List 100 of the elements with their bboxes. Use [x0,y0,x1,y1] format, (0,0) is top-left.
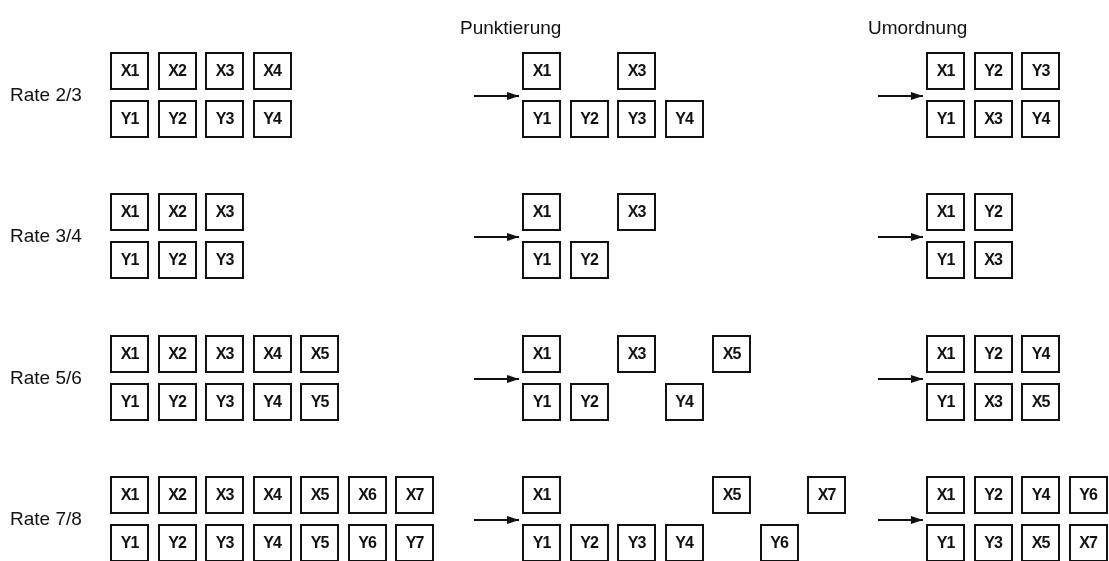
bit-box: Y3 [617,524,656,561]
arrow [473,375,520,383]
arrow [877,233,924,241]
bit-box: Y2 [569,383,609,421]
bit-box: Y3 [973,524,1013,561]
arrow [877,375,924,383]
bit-box: X3 [617,335,656,373]
bit-box: X4 [252,335,292,373]
bit-box: X3 [205,476,244,514]
bit-box: X1 [110,193,149,231]
bit-box: Y1 [926,524,965,561]
bit-box: X2 [157,193,197,231]
bit-box: Y3 [205,100,244,138]
bit-box: Y6 [759,524,799,561]
bit-box: Y6 [347,524,387,561]
bit-box: Y6 [1068,476,1108,514]
bit-box: Y2 [973,52,1013,90]
bit-box: Y2 [973,193,1013,231]
bit-box: Y2 [569,100,609,138]
bit-box: Y1 [926,241,965,279]
arrow [473,516,520,524]
bit-box: Y4 [664,524,704,561]
bit-box: X7 [1068,524,1108,561]
bit-box: Y2 [569,241,609,279]
bit-box: X2 [157,476,197,514]
bit-box: X2 [157,335,197,373]
bit-box: X1 [522,193,561,231]
row-label: Rate 5/6 [10,367,82,389]
bit-box: Y2 [973,476,1013,514]
bit-box: Y2 [157,100,197,138]
bit-box: Y1 [110,383,149,421]
bit-box: X3 [205,335,244,373]
bit-box: X3 [205,193,244,231]
column-heading: Umordnung [868,17,968,39]
bit-box: Y5 [300,383,339,421]
bit-box: Y2 [973,335,1013,373]
bit-box: Y4 [1021,335,1060,373]
bit-box: Y2 [157,524,197,561]
bit-box: X1 [522,52,561,90]
bit-box: X4 [252,476,292,514]
row-label: Rate 2/3 [10,84,82,106]
bit-box: Y4 [1021,100,1060,138]
arrow [877,516,924,524]
bit-box: Y5 [300,524,339,561]
bit-box: Y4 [1021,476,1060,514]
bit-box: Y3 [617,100,656,138]
bit-box: Y1 [522,383,561,421]
bit-box: Y4 [664,100,704,138]
bit-box: Y2 [569,524,609,561]
bit-box: Y1 [926,383,965,421]
bit-box: X5 [300,476,339,514]
bit-box: X1 [110,476,149,514]
bit-box: Y3 [205,524,244,561]
bit-box: Y3 [205,383,244,421]
bit-box: Y1 [926,100,965,138]
bit-box: Y1 [522,524,561,561]
bit-box: X6 [347,476,387,514]
bit-box: Y4 [252,524,292,561]
bit-box: Y3 [1021,52,1060,90]
bit-box: Y3 [205,241,244,279]
bit-box: X7 [807,476,846,514]
bit-box: X3 [973,241,1013,279]
bit-box: X2 [157,52,197,90]
row-label: Rate 3/4 [10,225,82,247]
bit-box: Y2 [157,383,197,421]
row-label: Rate 7/8 [10,508,82,530]
bit-box: X4 [252,52,292,90]
bit-box: X1 [926,335,965,373]
bit-box: Y4 [664,383,704,421]
bit-box: X1 [110,52,149,90]
bit-box: Y4 [252,383,292,421]
bit-box: Y1 [522,100,561,138]
bit-box: Y1 [110,241,149,279]
arrow [877,92,924,100]
arrow [473,92,520,100]
bit-box: X1 [926,193,965,231]
bit-box: X3 [617,52,656,90]
bit-box: X1 [926,476,965,514]
bit-box: X5 [1021,383,1060,421]
bit-box: Y1 [522,241,561,279]
bit-box: X3 [973,100,1013,138]
bit-box: Y1 [110,100,149,138]
bit-box: X3 [973,383,1013,421]
bit-box: Y1 [110,524,149,561]
bit-box: Y7 [395,524,434,561]
bit-box: X1 [110,335,149,373]
bit-box: X5 [300,335,339,373]
bit-box: X5 [712,335,751,373]
bit-box: X7 [395,476,434,514]
bit-box: X5 [712,476,751,514]
bit-box: Y4 [252,100,292,138]
bit-box: X1 [522,476,561,514]
bit-box: X1 [522,335,561,373]
bit-box: X5 [1021,524,1060,561]
bit-box: X1 [926,52,965,90]
bit-box: X3 [205,52,244,90]
column-heading: Punktierung [460,17,562,39]
bit-box: X3 [617,193,656,231]
arrow [473,233,520,241]
bit-box: Y2 [157,241,197,279]
